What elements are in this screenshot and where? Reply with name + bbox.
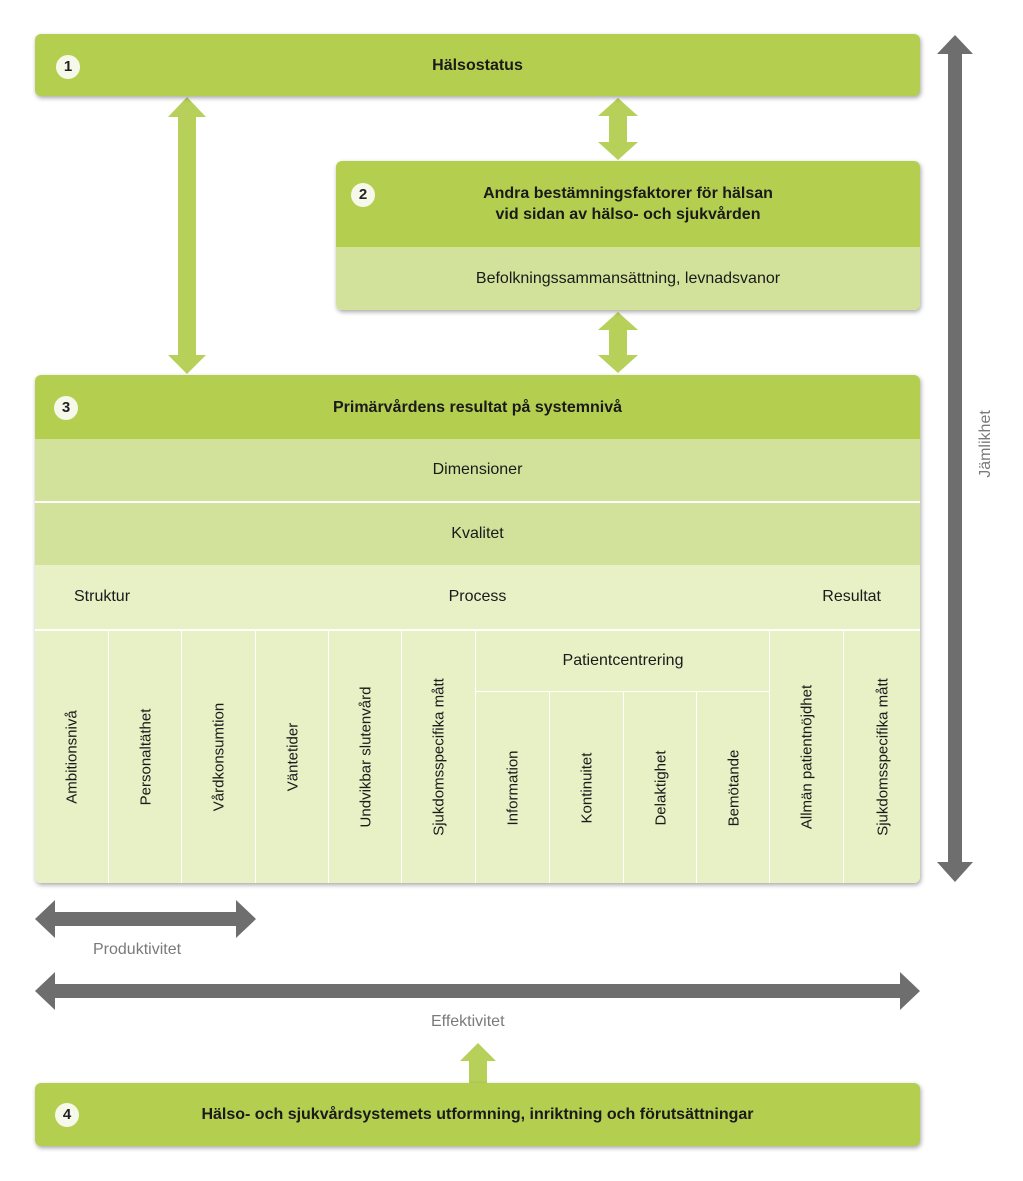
column-ambition: Ambitionsnivå — [35, 631, 108, 883]
column-label: Bemötande — [725, 749, 743, 826]
dimensions-row: Dimensioner — [35, 439, 920, 501]
column-waiting-times: Väntetider — [255, 631, 329, 883]
box2-header: Andra bestämningsfaktorer för hälsan vid… — [336, 161, 920, 247]
columns-area: Ambitionsnivå Personaltäthet Vårdkonsumt… — [35, 631, 920, 883]
column-label: Delaktighet — [652, 749, 669, 826]
column-label: Ambitionsnivå — [63, 710, 80, 804]
column-participation: Delaktighet — [623, 692, 697, 883]
equality-label: Jämlikhet — [977, 410, 994, 478]
box2-number-badge: 2 — [351, 183, 375, 207]
column-disease-specific-process: Sjukdomsspecifika mått — [401, 631, 476, 883]
box4-title: Hälso- och sjukvårdsystemets utformning,… — [201, 1106, 754, 1123]
box4-number-badge: 4 — [55, 1103, 79, 1127]
column-general-satisfaction: Allmän patientnöjdhet — [769, 631, 844, 883]
process-label: Process — [448, 588, 507, 605]
patient-centering-group: Patientcentrering Information Kontinuite… — [475, 631, 770, 883]
result-label: Resultat — [822, 588, 881, 605]
quality-row: Kvalitet — [35, 503, 920, 565]
column-treatment: Bemötande — [696, 692, 771, 883]
column-disease-specific-result: Sjukdomsspecifika mått — [843, 631, 920, 883]
column-staffing: Personaltäthet — [108, 631, 182, 883]
box1-number-badge: 1 — [56, 55, 80, 79]
column-label: Undvikbar slutenvård — [357, 686, 374, 828]
box1-title: Hälsostatus — [432, 56, 523, 74]
box2-subtitle: Befolkningssammansättning, levnadsvanor — [336, 247, 920, 310]
arrow-box2-box3 — [598, 312, 638, 373]
productivity-arrow — [35, 900, 256, 938]
primary-care-results-box: Primärvårdens resultat på systemnivå 3 D… — [35, 375, 920, 883]
column-label: Sjukdomsspecifika mått — [430, 678, 448, 836]
box3-title: Primärvårdens resultat på systemnivå — [35, 375, 920, 439]
box3-number-badge: 3 — [54, 396, 78, 420]
column-label: Väntetider — [284, 722, 301, 792]
structure-label: Struktur — [74, 588, 131, 605]
column-care-consumption: Vårdkonsumtion — [181, 631, 256, 883]
efficiency-label: Effektivitet — [431, 1013, 505, 1030]
column-information: Information — [476, 692, 549, 883]
healthcare-system-box: 4 Hälso- och sjukvårdsystemets utformnin… — [35, 1083, 920, 1146]
equality-arrow — [937, 35, 973, 882]
productivity-label: Produktivitet — [93, 941, 182, 958]
column-label: Allmän patientnöjdhet — [798, 684, 816, 830]
efficiency-arrow — [35, 972, 920, 1010]
column-continuity: Kontinuitet — [549, 692, 624, 883]
category-row: Struktur Process Resultat — [35, 565, 920, 629]
box2-title-line1: Andra bestämningsfaktorer för hälsan — [483, 185, 773, 202]
arrow-box4-up — [460, 1043, 496, 1083]
health-status-box: 1 Hälsostatus — [35, 34, 920, 96]
patient-centering-label: Patientcentrering — [476, 631, 770, 692]
column-label: Information — [504, 749, 521, 826]
column-avoidable-inpatient: Undvikbar slutenvård — [328, 631, 402, 883]
arrow-box1-box2 — [598, 98, 638, 160]
column-label: Sjukdomsspecifika mått — [874, 678, 891, 836]
column-label: Personaltäthet — [137, 708, 154, 806]
box2-title-line2: vid sidan av hälso- och sjukvården — [495, 206, 761, 223]
column-label: Vårdkonsumtion — [210, 702, 228, 812]
column-label: Kontinuitet — [578, 752, 596, 823]
determinants-box: Andra bestämningsfaktorer för hälsan vid… — [336, 161, 920, 310]
arrow-box1-box3 — [168, 97, 206, 374]
